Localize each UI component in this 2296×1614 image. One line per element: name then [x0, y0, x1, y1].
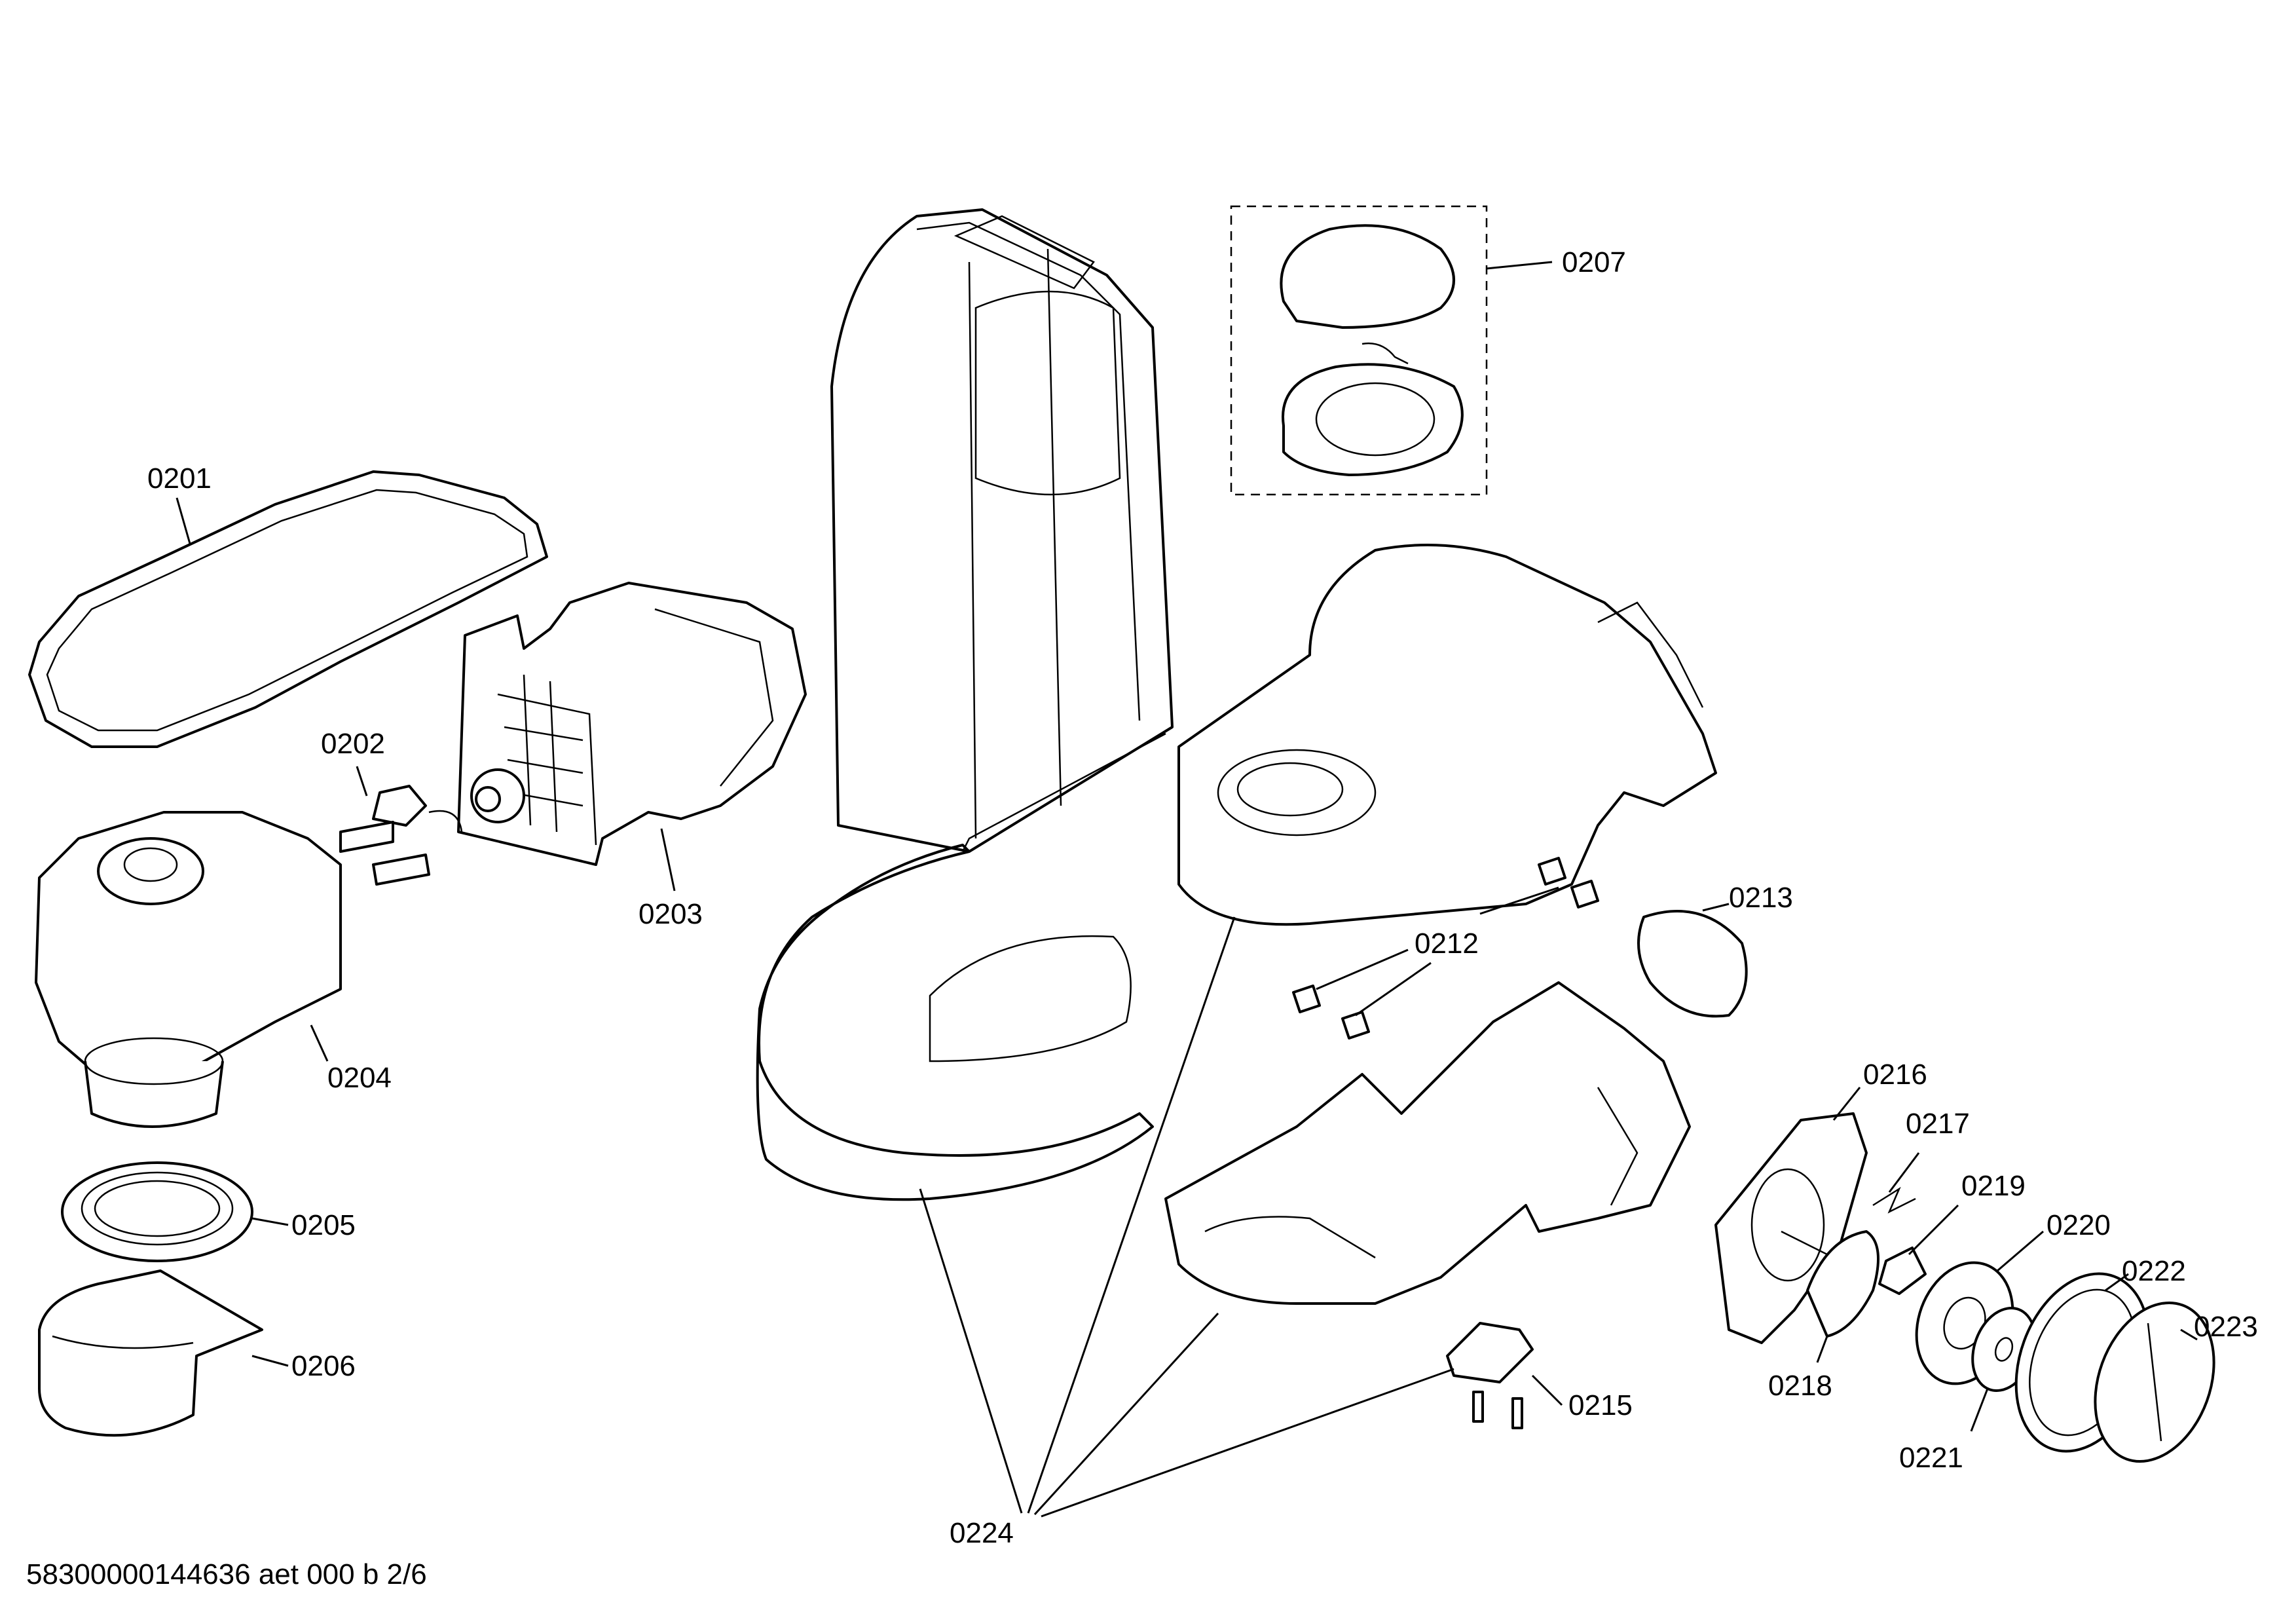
part-0213-cap: [1637, 910, 1748, 1018]
callout-0206: 0206: [291, 1350, 356, 1382]
leader-0217: [1888, 1152, 1920, 1193]
leader-0207: [1486, 261, 1553, 270]
leader-0220: [1997, 1230, 2044, 1272]
leader-0205: [251, 1217, 289, 1226]
callout-0224: 0224: [950, 1517, 1014, 1549]
part-0212-feet: [1292, 857, 1599, 1040]
callout-0221: 0221: [1899, 1442, 1963, 1474]
callout-0212: 0212: [1415, 928, 1479, 960]
leader-0204: [310, 1024, 329, 1062]
callout-0207: 0207: [1562, 246, 1626, 278]
part-0215-switch: [1446, 1322, 1534, 1429]
leader-0206: [251, 1355, 289, 1367]
leader-0202: [356, 766, 368, 797]
part-0207-subassembly: [1230, 205, 1488, 496]
leader-0212b: [1316, 948, 1409, 990]
part-0217-spring: [1872, 1186, 1916, 1214]
leader-0213: [1702, 903, 1730, 912]
callout-0205: 0205: [291, 1209, 356, 1241]
leader-0215: [1531, 1374, 1563, 1406]
part-0203-motor: [457, 582, 807, 866]
part-0206-cover: [38, 1269, 263, 1437]
leader-0219: [1908, 1204, 1959, 1256]
callout-0223: 0223: [2194, 1311, 2258, 1343]
part-0224-housing: [756, 208, 1174, 1201]
callout-0218: 0218: [1768, 1370, 1832, 1402]
callout-0203: 0203: [639, 898, 703, 930]
part-0224-head: [1177, 544, 1717, 926]
part-0223-knob: [2094, 1301, 2215, 1463]
leader-0201: [176, 497, 191, 544]
part-0224-lower-shell: [1164, 981, 1691, 1305]
part-0201-gasket: [28, 470, 548, 748]
leader-0222: [2105, 1273, 2129, 1292]
callout-0220: 0220: [2046, 1209, 2111, 1241]
callout-0217: 0217: [1906, 1108, 1970, 1140]
leaders-0224: [919, 916, 1454, 1518]
leader-0221: [1970, 1388, 1989, 1432]
part-0219-lever: [1878, 1247, 1927, 1295]
callout-0202: 0202: [321, 728, 385, 760]
leader-0218: [1816, 1336, 1828, 1363]
callout-0219: 0219: [1961, 1170, 2026, 1202]
callout-0201: 0201: [147, 462, 212, 495]
part-0205-ring: [61, 1161, 253, 1262]
callout-0222: 0222: [2122, 1255, 2186, 1287]
callout-0204: 0204: [327, 1062, 392, 1094]
callout-0215: 0215: [1568, 1389, 1633, 1421]
part-0204-gearbox: [35, 811, 342, 1128]
leader-0216: [1832, 1087, 1861, 1121]
leader-0203: [660, 828, 676, 891]
document-id: 58300000144636 aet 000 b 2/6: [26, 1558, 427, 1590]
leader-0212c: [1355, 962, 1432, 1017]
callout-0216: 0216: [1863, 1059, 1927, 1091]
callout-0213: 0213: [1729, 882, 1793, 914]
leader-0212a: [1479, 886, 1559, 915]
leader-0223: [2180, 1328, 2198, 1341]
part-0202-brushes: [339, 785, 463, 886]
part-0218-disk: [1806, 1230, 1879, 1338]
